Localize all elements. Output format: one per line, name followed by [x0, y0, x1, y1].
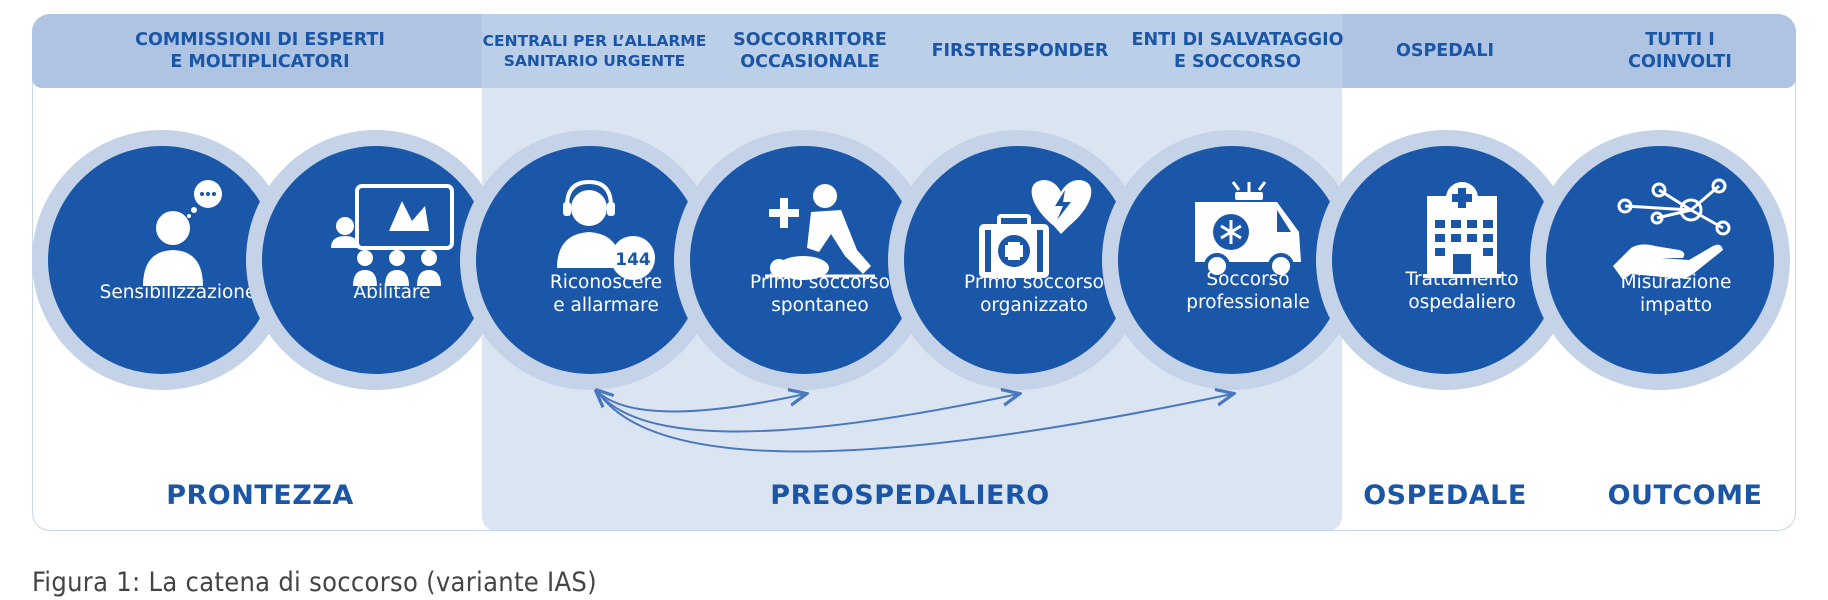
person-speech-icon — [143, 180, 222, 286]
step-label: Abilitare — [353, 282, 431, 303]
ambulance-icon — [1195, 181, 1301, 279]
step-label: Sensibilizzazione — [99, 282, 257, 303]
step-trattamento-ospedaliero: Trattamento ospedaliero — [1316, 130, 1576, 390]
step-misurazione-impatto: Misurazione impatto — [1530, 130, 1790, 390]
header-alarm-centrals: CENTRALI PER L’ALLARME SANITARIO URGENTE — [482, 32, 707, 70]
figure-caption: Figura 1: La catena di soccorso (variant… — [32, 567, 597, 598]
phase-prontezza: PRONTEZZA — [166, 480, 354, 511]
phase-outcome: OUTCOME — [1607, 480, 1763, 511]
headset-operator-icon: 144 — [557, 179, 655, 280]
hospital-icon — [1423, 182, 1501, 278]
header-experts: COMMISSIONI DI ESPERTI E MOLTIPLICATORI — [135, 30, 385, 72]
step-label: Soccorso professionale — [1186, 269, 1310, 313]
phase-preospedaliero: PREOSPEDALIERO — [770, 480, 1050, 511]
header-hospitals: OSPEDALI — [1396, 41, 1494, 61]
step-abilitare: Abilitare — [246, 130, 506, 390]
step-label: Primo soccorso spontaneo — [750, 272, 890, 316]
training-screen-icon — [331, 184, 454, 286]
arrow-to-spontaneo — [598, 392, 805, 413]
header-firstresponder: FIRSTRESPONDER — [931, 41, 1109, 61]
step-label: Trattamento ospedaliero — [1405, 269, 1519, 313]
step-label: Riconoscere e allarmare — [549, 272, 663, 316]
header-rescue-services: ENTI DI SALVATAGGIO E SOCCORSO — [1131, 30, 1344, 72]
step-label: Primo soccorso organizzato — [964, 272, 1104, 316]
cpr-icon — [765, 184, 875, 280]
step-label: Misurazione impatto — [1620, 272, 1732, 316]
step-riconoscere: 144 Riconoscere e allarmare — [460, 130, 720, 390]
header-occasional-rescuer: SOCCORRITORE OCCASIONALE — [733, 30, 887, 72]
first-aid-kit-heart-icon — [979, 180, 1092, 278]
header-all-involved: TUTTI I COINVOLTI — [1628, 30, 1732, 72]
network-hand-icon — [1613, 178, 1731, 280]
arrow-to-organizzato — [597, 392, 1018, 433]
preospedaliero-header-background — [482, 14, 1342, 88]
arrow-to-professionale — [597, 392, 1232, 453]
step-primo-soccorso-organizzato: Primo soccorso organizzato — [888, 130, 1148, 390]
phase-ospedale: OSPEDALE — [1363, 480, 1527, 511]
badge-144: 144 — [615, 250, 651, 270]
